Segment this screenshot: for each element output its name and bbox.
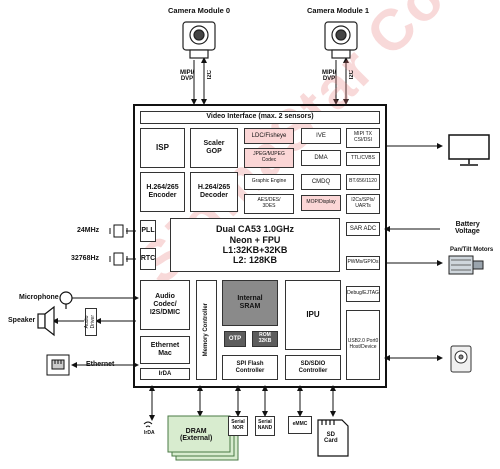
- internal-sram-block: Internal SRAM: [222, 280, 278, 326]
- cam1-mipi-label: MIPI/ DVP: [322, 70, 337, 82]
- xtal24-label: 24MHz: [77, 227, 100, 234]
- audio-driver-label: Audio Driver: [84, 315, 96, 329]
- graphic-engine-block: Graphic Engine: [244, 174, 294, 190]
- pan-tilt-label: Pan/Tilt Motors: [450, 247, 494, 253]
- rom-block: ROM 32KB: [252, 331, 278, 347]
- otp-block: OTP: [224, 331, 246, 347]
- cam0-mipi-label: MIPI/ DVP: [180, 70, 195, 82]
- mop-display-block: MOP/Display: [301, 195, 341, 211]
- sdcard-icon: [317, 419, 349, 457]
- cmdq-block: CMDQ: [301, 174, 341, 190]
- ive-block: IVE: [301, 128, 341, 144]
- cpu-block: Dual CA53 1.0GHz Neon + FPU L1:32KB+32KB…: [170, 218, 340, 272]
- xtal32-label: 32768Hz: [71, 255, 100, 262]
- ttl-cvbs-block: TTL/CVBS: [346, 152, 380, 166]
- camera-1-label: Camera Module 1: [307, 6, 370, 15]
- memory-controller-label: Memory Controller: [203, 303, 210, 357]
- monitor-icon: [448, 134, 490, 166]
- spi-flash-controller-block: SPI Flash Controller: [222, 355, 278, 380]
- cam0-i2c-label: I2C: [207, 70, 213, 80]
- camera-0-label: Camera Module 0: [168, 6, 231, 15]
- i2cs-spis-uarts-block: I2Cs/SPIs/ UARTs: [346, 194, 380, 214]
- ipu-block: IPU: [285, 280, 341, 350]
- sar-adc-block: SAR ADC: [346, 222, 380, 236]
- crystal-32khz-icon: [109, 252, 128, 266]
- serial-nor-block: Serial NOR: [228, 416, 248, 436]
- ldc-fisheye-block: LDC/Fisheye: [244, 128, 294, 144]
- pll-block: PLL: [140, 220, 156, 242]
- cam1-i2c-label: I2C: [349, 70, 355, 80]
- irda-external-label: IrDA: [144, 430, 155, 436]
- microphone-label: Microphone: [19, 294, 59, 301]
- memory-controller-block: Memory Controller: [196, 280, 217, 380]
- emmc-block: eMMC: [288, 416, 312, 434]
- dram-stack-icon: [167, 415, 239, 461]
- ethernet-jack-icon: [46, 354, 70, 376]
- h264-decoder-block: H.264/265 Decoder: [190, 172, 238, 212]
- dma-block: DMA: [301, 150, 341, 166]
- soc-outline: [133, 104, 387, 388]
- debug-ejtag-block: Debug/EJTAG: [346, 286, 380, 302]
- speaker-icon: [37, 305, 55, 337]
- rtc-block: RTC: [140, 248, 156, 270]
- audio-driver-block: Audio Driver: [84, 308, 97, 336]
- isp-block: ISP: [140, 128, 185, 168]
- motor-icon: [448, 255, 484, 275]
- jpeg-codec-block: JPEG/MJPEG Codec: [244, 148, 294, 168]
- ethernet-mac-block: Ethernet Mac: [140, 336, 190, 364]
- pwm-gpio-block: PWMs/GPIOs: [346, 256, 380, 270]
- sdcard-label: SD Card: [324, 432, 338, 444]
- scaler-gop-block: Scaler GOP: [190, 128, 238, 168]
- h264-encoder-block: H.264/265 Encoder: [140, 172, 185, 212]
- hdd-icon: [450, 345, 472, 373]
- serial-nand-block: Serial NAND: [255, 416, 275, 436]
- battery-voltage-label: Battery Voltage: [455, 221, 480, 235]
- audio-codec-block: Audio Codec/ I2S/DMIC: [140, 280, 190, 330]
- microphone-icon: [59, 291, 73, 309]
- ethernet-label: Ethernet: [86, 361, 115, 368]
- sdio-controller-block: SD/SDIO Controller: [285, 355, 341, 380]
- camera-1-icon: [324, 21, 358, 59]
- mipi-tx-block: MIPI TX CSI/DSI: [346, 128, 380, 148]
- crystal-24mhz-icon: [109, 224, 128, 238]
- irda-block: IrDA: [140, 368, 190, 380]
- video-interface-block: Video Interface (max. 2 sensors): [140, 111, 380, 124]
- bt656-block: BT.656/1120: [346, 174, 380, 190]
- irda-icon: [143, 421, 153, 428]
- usb-block: USB2.0 Port0 Host/Device: [346, 310, 380, 380]
- camera-0-icon: [182, 21, 216, 59]
- dram-label: DRAM (External): [180, 428, 213, 442]
- aes-des-block: AES/DES/ 3DES: [244, 194, 294, 214]
- speaker-label: Speaker: [8, 317, 36, 324]
